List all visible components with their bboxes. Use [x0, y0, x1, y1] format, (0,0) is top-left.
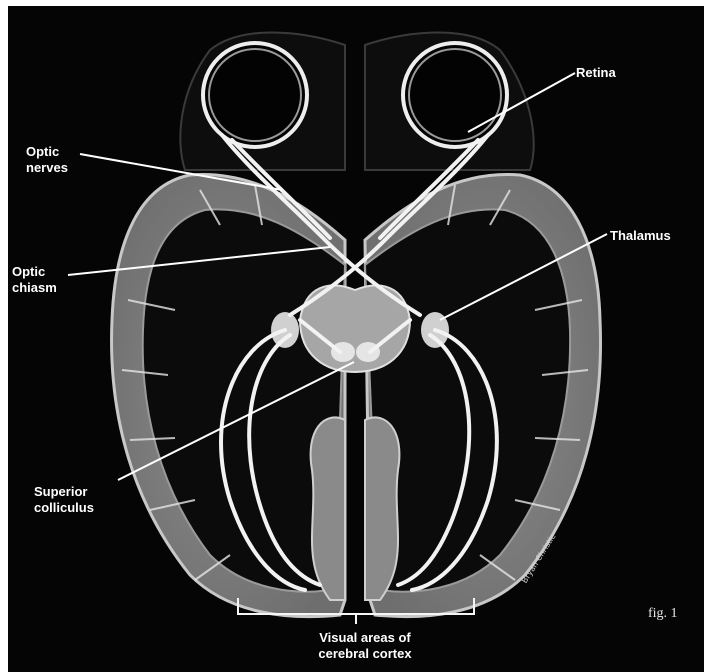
label-thalamus: Thalamus — [610, 228, 671, 244]
left-occipital-cortex — [311, 417, 345, 600]
label-superior-colliculus: Superior colliculus — [34, 484, 94, 516]
brain-diagram-panel: Retina Optic nerves Optic chiasm Thalamu… — [8, 6, 704, 672]
left-eye — [203, 43, 307, 147]
label-retina: Retina — [576, 65, 616, 81]
label-optic-chiasm: Optic chiasm — [12, 264, 57, 296]
superior-colliculus-left — [331, 342, 355, 362]
label-optic-nerves: Optic nerves — [26, 144, 68, 176]
brain-illustration — [8, 6, 704, 672]
figure-number: fig. 1 — [648, 606, 678, 622]
right-eye — [403, 43, 507, 147]
label-visual-areas: Visual areas of cerebral cortex — [288, 630, 442, 662]
right-occipital-cortex — [365, 417, 399, 600]
